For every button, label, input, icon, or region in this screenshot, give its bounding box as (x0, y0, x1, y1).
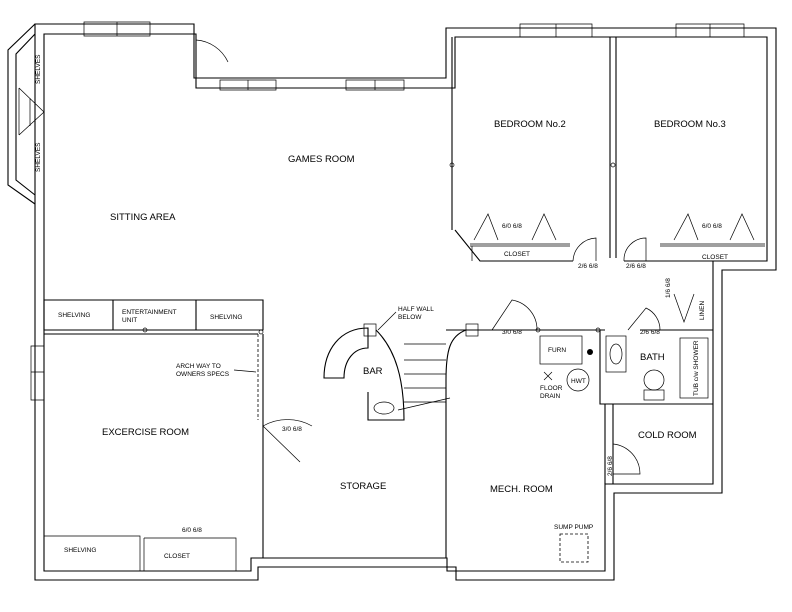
dim-door-mech: 3/0 6/8 (502, 329, 522, 336)
dim-door-bed3: 2/6 6/8 (626, 263, 646, 270)
exercise-closets (44, 535, 237, 571)
shelves-top-label: SHELVES (35, 54, 42, 84)
tub (679, 337, 709, 399)
linen-door (673, 293, 695, 324)
exercise-room-label: EXCERCISE ROOM (102, 427, 189, 438)
bar-counter (323, 327, 369, 379)
floor-drain-label-1: FLOOR (540, 385, 563, 392)
bedroom-walls (451, 37, 767, 262)
stair-wall (367, 329, 467, 558)
shelving-left-label: SHELVING (58, 312, 90, 319)
furn-label: FURN (548, 347, 566, 354)
cold-room-label: COLD ROOM (638, 430, 697, 441)
bedroom-3-label: BEDROOM No.3 (654, 119, 726, 130)
half-wall-note-2: BELOW (398, 314, 422, 321)
storage-door (262, 419, 313, 463)
dim-door-cold: 2/6 6/8 (607, 456, 614, 476)
floor-drain-label-2: DRAIN (540, 393, 561, 400)
shelving-exercise-label: SHELVING (64, 547, 96, 554)
bath-label: BATH (640, 352, 665, 363)
bay-window (18, 87, 45, 136)
games-room-label: GAMES ROOM (288, 154, 355, 165)
shelving-right-label: SHELVING (210, 314, 242, 321)
closet-bed2-label: CLOSET (504, 251, 530, 258)
tub-shower-label: TUB c/w SHOWER (693, 340, 700, 396)
furnace-dot (587, 349, 593, 355)
closet-bifold-doors (473, 213, 755, 241)
hot-water-tank (566, 368, 590, 392)
mech-walls (446, 329, 713, 484)
furnace (539, 335, 583, 365)
dim-door-linen: 1/6 6/8 (665, 278, 672, 298)
bath-door (627, 307, 661, 331)
arch-note-1: ARCH WAY TO (176, 363, 221, 370)
half-wall-note-1: HALF WALL (398, 306, 434, 313)
bay-outer (7, 23, 36, 205)
half-wall-leader (377, 311, 397, 331)
arch-leader (233, 369, 257, 373)
entertainment-label-2: UNIT (122, 317, 137, 324)
dim-door-bed2: 2/6 6/8 (578, 263, 598, 270)
shelves-bottom-label: SHELVES (35, 142, 42, 172)
linen-label: LINEN (699, 301, 706, 320)
bay-inner (15, 33, 36, 196)
sump-pump-label: SUMP PUMP (554, 524, 593, 531)
stair-treads (397, 343, 451, 411)
bedroom-2-label: BEDROOM No.2 (494, 119, 566, 130)
arch-note-2: OWNERS SPECS (176, 371, 230, 378)
cold-door (612, 443, 641, 475)
bed-doors (572, 237, 647, 262)
dim-closet-bed3: 6/0 6/8 (702, 223, 722, 230)
windows (30, 21, 745, 401)
sump-pit (559, 533, 589, 563)
entertainment-wall (43, 299, 264, 331)
toilet (643, 369, 665, 391)
vanity (605, 335, 627, 373)
mech-room-label: MECH. ROOM (490, 484, 553, 495)
dim-door-storage: 3/0 6/8 (282, 426, 302, 433)
bar-sink (373, 401, 395, 415)
entertainment-label-1: ENTERTAINMENT (122, 309, 177, 316)
storage-label: STORAGE (340, 481, 386, 492)
dim-door-bath: 2/6 6/8 (640, 329, 660, 336)
vanity-sink (609, 343, 623, 365)
hwt-label: HWT (571, 378, 586, 385)
closet-exercise-label: CLOSET (164, 553, 190, 560)
entry-door (195, 39, 229, 78)
bedroom-closets (470, 243, 765, 261)
exterior-wall-inner (43, 33, 768, 572)
sitting-area-label: SITTING AREA (110, 212, 176, 223)
bar-label: BAR (363, 366, 383, 377)
mech-door (491, 299, 538, 331)
toilet-tank (643, 389, 665, 401)
wall-markers (142, 162, 616, 335)
bar-post (363, 323, 377, 337)
dim-closet-bed2: 6/0 6/8 (502, 223, 522, 230)
floor-drain-icon (543, 371, 553, 381)
closet-bed3-label: CLOSET (702, 254, 728, 261)
dim-closet-exercise: 6/0 6/8 (182, 527, 202, 534)
exterior-wall-outer (34, 23, 777, 581)
